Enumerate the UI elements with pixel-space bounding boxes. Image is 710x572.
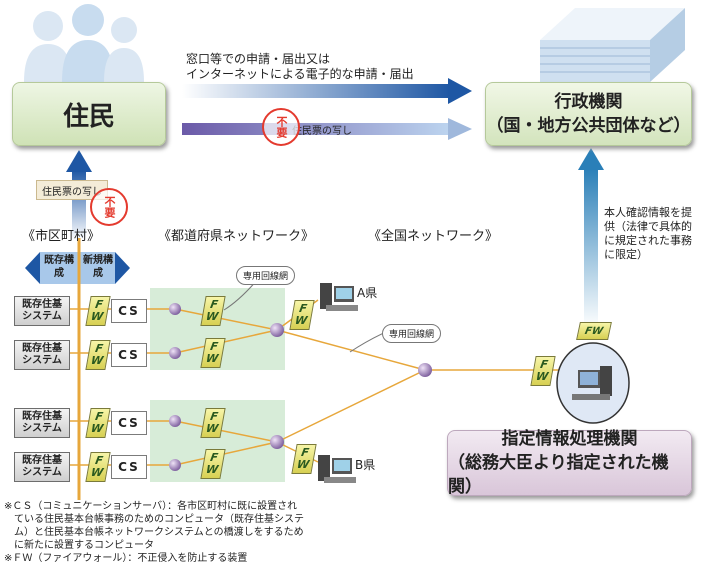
legacy-system-line1: 既存住基 bbox=[22, 411, 62, 422]
info-provision-line: 供（法律で具体的 bbox=[604, 220, 692, 233]
cs-server: CS bbox=[111, 411, 147, 435]
gov-subtitle: （国・地方公共団体など） bbox=[486, 116, 691, 136]
residents-box: 住民 bbox=[12, 82, 166, 146]
info-provision-line: に規定された事務 bbox=[604, 234, 692, 247]
fw-line2: W bbox=[89, 466, 105, 479]
fw-line2: W bbox=[534, 370, 550, 383]
footnotes: ※ＣＳ（コミュニケーションサーバ）：各市区町村に既に設置され ている住民基本台帳… bbox=[4, 500, 344, 565]
agency-server bbox=[556, 342, 630, 424]
dedicated-line-bubble-2: 専用回線網 bbox=[382, 324, 442, 343]
copy-label-top: 住民票の写し bbox=[292, 126, 352, 137]
residents-label: 住民 bbox=[62, 101, 115, 132]
fw-line2: W bbox=[89, 422, 105, 435]
pref-a-computer-icon bbox=[320, 283, 358, 311]
existing-config-label: 既存構成 bbox=[44, 255, 74, 279]
footnote-line: ※ＦＷ（ファイアウォール）：不正侵入を防止する装置 bbox=[4, 553, 248, 564]
network-nodes bbox=[169, 303, 432, 471]
fw-line2: W bbox=[204, 310, 220, 323]
footnote-line: ※ＣＳ（コミュニケーションサーバ）：各市区町村に既に設置され bbox=[4, 501, 298, 512]
legacy-system-line2: システム bbox=[22, 311, 62, 322]
legacy-system-line2: システム bbox=[22, 467, 62, 478]
legacy-system-line2: システム bbox=[22, 423, 62, 434]
cs-server: CS bbox=[111, 455, 147, 479]
application-text-line1: 窓口等での申請・届出又は bbox=[186, 52, 331, 66]
residents-people-icon bbox=[24, 4, 144, 82]
legacy-system-2: 既存住基 システム bbox=[14, 340, 70, 370]
firewall-icon: FW bbox=[576, 322, 612, 340]
stamp-text-top: 不要 bbox=[275, 116, 288, 138]
designated-agency-box: 指定情報処理機関 （総務大臣より指定された機関） bbox=[447, 429, 692, 497]
cs-server: CS bbox=[111, 299, 147, 323]
gov-title: 行政機関 bbox=[554, 92, 623, 112]
pref-b-label: B県 bbox=[355, 458, 376, 472]
stamp-text-left: 不要 bbox=[103, 196, 116, 218]
up-arrow-gov bbox=[578, 148, 604, 328]
dedicated-line-bubble-1: 専用回線網 bbox=[236, 266, 296, 285]
application-arrow bbox=[182, 78, 472, 104]
gov-building-icon bbox=[540, 8, 685, 82]
agency-subtitle: （総務大臣より指定された機関） bbox=[448, 453, 669, 497]
legacy-system-1: 既存住基 システム bbox=[14, 296, 70, 326]
new-config-label: 新規構成 bbox=[83, 255, 113, 279]
application-text: 窓口等での申請・届出又は インターネットによる電子的な申請・届出 bbox=[186, 52, 414, 82]
legacy-system-line2: システム bbox=[22, 355, 62, 366]
info-provision-line: 本人確認情報を提 bbox=[604, 206, 692, 219]
national-network-heading: 《全国ネットワーク》 bbox=[368, 229, 499, 244]
municipality-heading: 《市区町村》 bbox=[22, 229, 101, 244]
gov-box: 行政機関 （国・地方公共団体など） bbox=[485, 82, 692, 146]
fw-line2: W bbox=[204, 422, 220, 435]
not-needed-stamp-top: 不要 bbox=[262, 108, 300, 146]
footnote-line: ている住民基本台帳事務のためのコンピュータ（既存住基システ bbox=[14, 514, 304, 525]
legacy-system-4: 既存住基 システム bbox=[14, 452, 70, 482]
agency-title: 指定情報処理機関 bbox=[501, 429, 638, 449]
info-provision-line: に限定） bbox=[604, 248, 648, 261]
prefecture-network-heading: 《都道府県ネットワーク》 bbox=[158, 229, 315, 244]
fw-line2: W bbox=[89, 354, 105, 367]
fw-line2: W bbox=[89, 310, 105, 323]
footnote-line: に新たに設置するコンピュータ bbox=[14, 540, 154, 551]
cs-server: CS bbox=[111, 343, 147, 367]
legacy-system-3: 既存住基 システム bbox=[14, 408, 70, 438]
fw-line2: W bbox=[293, 314, 309, 327]
pref-b-computer-icon bbox=[318, 455, 356, 483]
not-needed-stamp-left: 不要 bbox=[90, 188, 128, 226]
legacy-system-line1: 既存住基 bbox=[22, 343, 62, 354]
fw-line2: W bbox=[295, 458, 311, 471]
fw-line2: W bbox=[204, 463, 220, 476]
legacy-system-line1: 既存住基 bbox=[22, 455, 62, 466]
footnote-line: ム）と住民基本台帳ネットワークシステムとの橋渡しをするため bbox=[14, 527, 304, 538]
pref-a-label: A県 bbox=[357, 286, 378, 300]
legacy-system-line1: 既存住基 bbox=[22, 299, 62, 310]
info-provision-text: 本人確認情報を提 供（法律で具体的 に規定された事務 に限定） bbox=[604, 206, 692, 262]
fw-line2: W bbox=[204, 352, 220, 365]
application-text-line2: インターネットによる電子的な申請・届出 bbox=[186, 67, 414, 81]
copy-arrow bbox=[182, 118, 472, 140]
